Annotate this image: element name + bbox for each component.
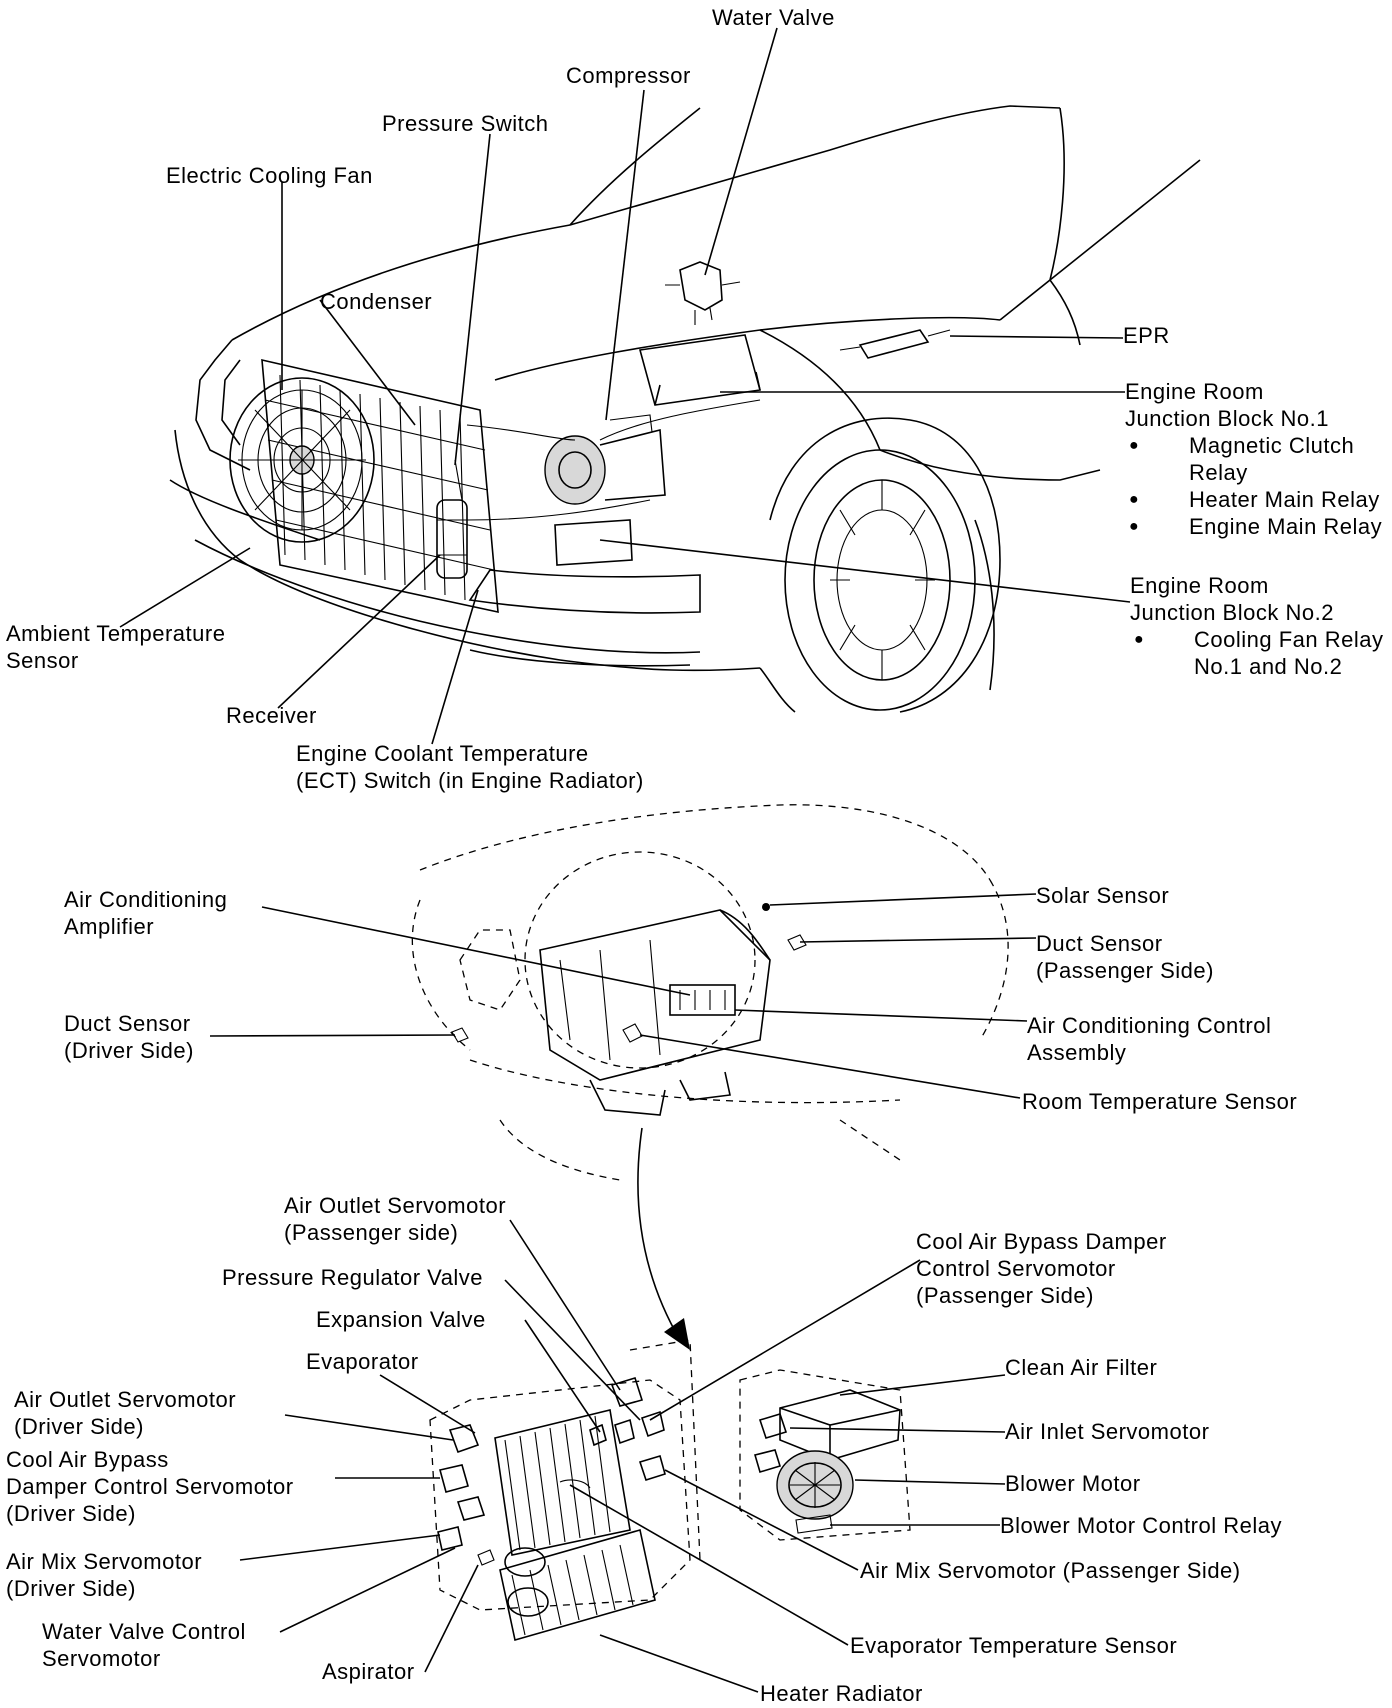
label-aspirator: Aspirator <box>322 1659 415 1684</box>
label-air-inlet-servomotor: Air Inlet Servomotor <box>1005 1419 1210 1444</box>
label-water-valve: Water Valve <box>712 5 835 30</box>
label-water-valve-control-servomotor: Water Valve Control Servomotor <box>42 1619 246 1671</box>
label-junction-block-1: Engine Room Junction Block No.1 Magnetic… <box>1125 378 1382 540</box>
label-air-outlet-servomotor-passenger: Air Outlet Servomotor (Passenger side) <box>284 1193 507 1245</box>
arrow-head-icon <box>664 1318 690 1350</box>
label-solar-sensor: Solar Sensor <box>1036 883 1170 908</box>
label-ac-control-assembly: Air Conditioning Control Assembly <box>1027 1013 1272 1065</box>
car-body-drawing <box>169 105 1201 713</box>
label-evaporator: Evaporator <box>306 1349 419 1374</box>
label-air-mix-servomotor-passenger: Air Mix Servomotor (Passenger Side) <box>860 1558 1241 1583</box>
jb2-item-cooling-fan-relay: Cooling Fan Relay <box>1130 626 1383 653</box>
label-epr: EPR <box>1123 323 1170 348</box>
label-air-mix-servomotor-driver: Air Mix Servomotor (Driver Side) <box>6 1549 203 1601</box>
label-room-temperature-sensor: Room Temperature Sensor <box>1022 1089 1298 1114</box>
jb1-item-engine-main-relay: Engine Main Relay <box>1125 513 1382 540</box>
hvac-unit-drawing <box>429 1339 911 1642</box>
label-ect-switch: Engine Coolant Temperature (ECT) Switch … <box>296 741 644 793</box>
label-blower-motor: Blower Motor <box>1005 1471 1141 1496</box>
label-cool-air-bypass-servomotor-passenger: Cool Air Bypass Damper Control Servomoto… <box>916 1229 1167 1308</box>
label-pressure-switch: Pressure Switch <box>382 111 549 136</box>
label-expansion-valve: Expansion Valve <box>316 1307 486 1332</box>
label-electric-cooling-fan: Electric Cooling Fan <box>166 163 373 188</box>
leader-lines <box>119 27 1131 1693</box>
dashboard-drawing <box>411 804 1009 1181</box>
label-cool-air-bypass-servomotor-driver: Cool Air Bypass Damper Control Servomoto… <box>6 1447 294 1526</box>
label-air-outlet-servomotor-driver: Air Outlet Servomotor (Driver Side) <box>14 1387 237 1439</box>
label-junction-block-2: Engine Room Junction Block No.2 Cooling … <box>1130 572 1383 680</box>
label-blower-motor-control-relay: Blower Motor Control Relay <box>1000 1513 1282 1538</box>
label-clean-air-filter: Clean Air Filter <box>1005 1355 1158 1380</box>
label-condenser: Condenser <box>320 289 433 314</box>
label-heater-radiator: Heater Radiator <box>760 1681 923 1706</box>
jb1-item-magnetic-clutch-relay: Magnetic Clutch <box>1125 432 1382 459</box>
label-ac-amplifier: Air Conditioning Amplifier <box>64 887 228 939</box>
jb1-item-heater-main-relay: Heater Main Relay <box>1125 486 1382 513</box>
label-duct-sensor-passenger: Duct Sensor (Passenger Side) <box>1036 931 1214 983</box>
label-compressor: Compressor <box>566 63 691 88</box>
label-evaporator-temperature-sensor: Evaporator Temperature Sensor <box>850 1633 1178 1658</box>
label-ambient-temperature-sensor: Ambient Temperature Sensor <box>6 621 226 673</box>
curved-arrow <box>637 1127 681 1341</box>
label-duct-sensor-driver: Duct Sensor (Driver Side) <box>64 1011 194 1063</box>
label-pressure-regulator-valve: Pressure Regulator Valve <box>222 1265 484 1290</box>
label-receiver: Receiver <box>226 703 317 728</box>
